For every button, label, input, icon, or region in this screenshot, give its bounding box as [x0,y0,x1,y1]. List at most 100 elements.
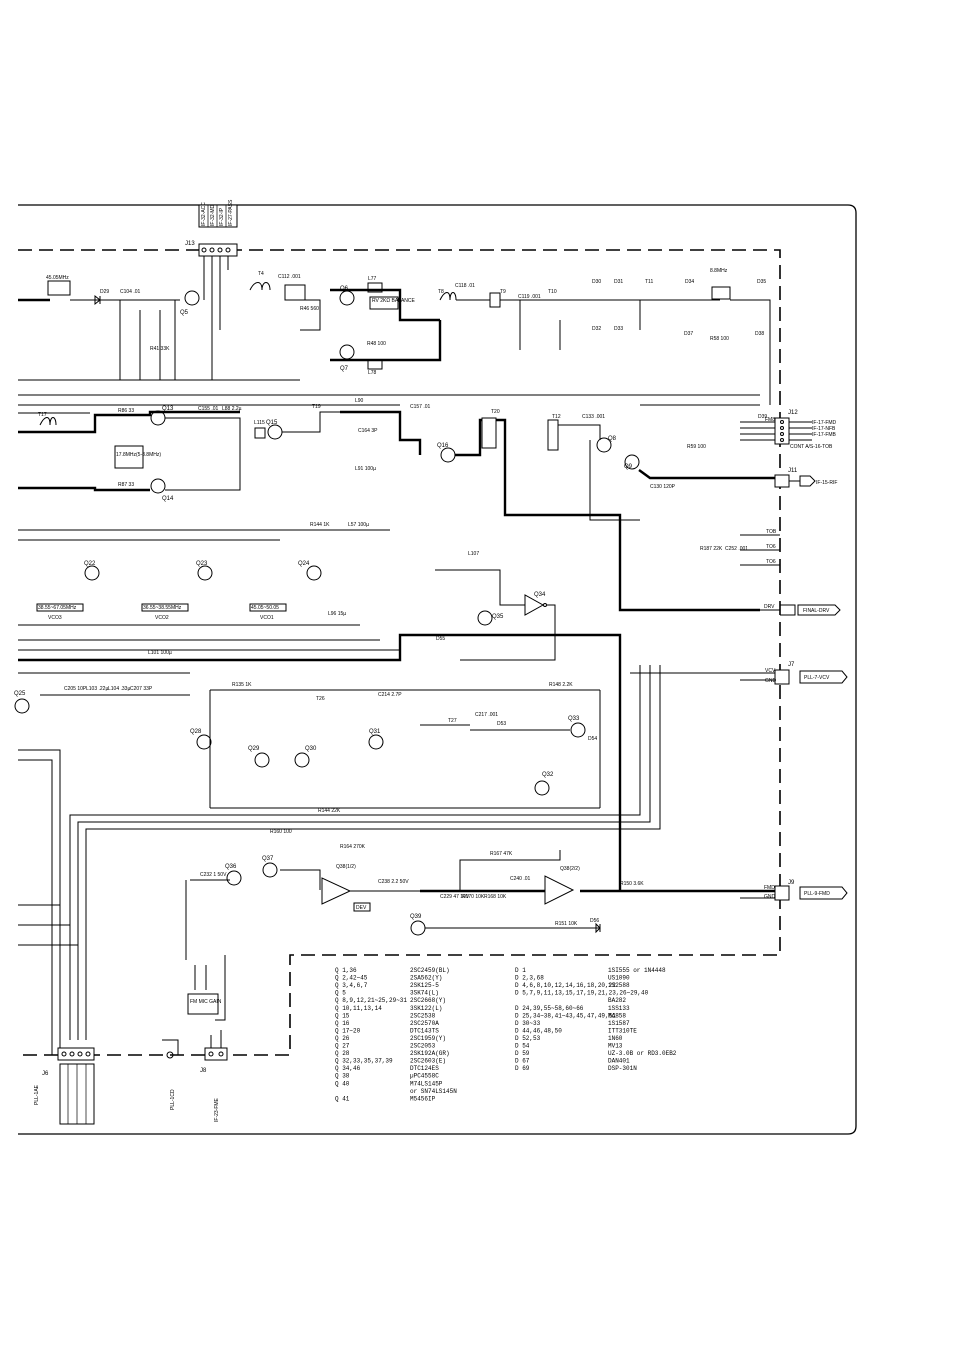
svg-text:Q37: Q37 [262,856,274,862]
legend-d-ref-1: D 2,3,68 [515,975,544,982]
filter1-label: 45.05MHz [46,275,69,281]
svg-text:C232 1 50V: C232 1 50V [200,872,227,878]
svg-text:C240 .01: C240 .01 [510,876,531,882]
svg-text:TO6: TO6 [766,559,776,565]
legend-q-part-14: µPC4558C [410,1073,439,1080]
svg-text:T11: T11 [645,279,653,285]
svg-text:D33: D33 [614,326,623,332]
legend-d-ref-8: D 44,46,48,50 [515,1027,562,1034]
legend-d-part-8: ITT310TE [608,1027,637,1034]
svg-text:R58 100: R58 100 [710,336,729,342]
svg-text:L96 15µ: L96 15µ [328,611,346,617]
legend-q-ref-5: Q 10,11,13,14 [335,1005,382,1012]
svg-text:C229 47 10V: C229 47 10V [440,894,470,900]
j12-ref: J12 [788,410,798,416]
j8-label: IF-23-FME [214,1097,220,1122]
svg-text:R187 22K: R187 22K [700,546,723,552]
legend-d-ref-11: D 59 [515,1050,530,1057]
svg-text:R167 47K: R167 47K [490,851,513,857]
svg-text:R170 10K: R170 10K [462,894,485,900]
svg-text:Q5: Q5 [180,310,189,316]
connector-j8: J8 IF-23-FME [200,1030,228,1122]
svg-text:T27: T27 [448,718,457,724]
j6-label: PLL-1AE [34,1084,40,1105]
svg-text:D39: D39 [758,414,767,420]
legend-d-ref-6: D 25,34~38,41~43,45,47,49,51 [515,1012,616,1019]
j8-ref: J8 [200,1068,207,1074]
final-drv-label: FINAL-DRV [803,608,830,614]
legend-q-part-15: M74LS145P [410,1080,443,1087]
left-bus [18,665,661,1055]
svg-text:R144 1K: R144 1K [310,522,330,528]
svg-text:T17: T17 [38,412,47,418]
connector-j13: J13 IF-32-ACC IF-32-MD IF-32-IP IF-27-PA… [185,199,238,380]
svg-text:T20: T20 [491,409,500,415]
vco3-range: 38.55~67.05MHz [38,605,77,611]
svg-text:C252 .001: C252 .001 [725,546,748,552]
svg-text:L103 .22µ: L103 .22µ [86,686,108,692]
svg-text:L57 100µ: L57 100µ [348,522,369,528]
svg-text:C118 .01: C118 .01 [455,283,475,289]
svg-text:L104 .33µ: L104 .33µ [108,686,130,692]
svg-text:DRV: DRV [764,604,775,610]
j13-ref: J13 [185,241,195,247]
legend-q-part-11: 2SK192A(GR) [410,1050,450,1057]
connector-tob: TOB TO6 TO6 R187 22K C252 .001 [700,529,780,566]
legend-d-ref-13: D 69 [515,1065,530,1072]
svg-text:R150 3.6K: R150 3.6K [620,881,644,887]
svg-text:D53: D53 [497,721,506,727]
svg-text:C164 3P: C164 3P [358,428,378,434]
j12-pin-fmd: IF-17-FMD [812,420,837,426]
legend-d-ref-12: D 67 [515,1058,530,1065]
svg-text:Q24: Q24 [298,561,310,567]
q38b-label: Q38(2/2) [560,866,580,872]
vco1-range: 45.05~50.05 [251,605,279,611]
svg-text:Q35: Q35 [492,614,504,620]
legend-d-part-9: 1N60 [608,1035,623,1042]
svg-text:R59 100: R59 100 [687,444,706,450]
svg-text:T12: T12 [552,414,561,420]
legend-d-ref-9: D 52,53 [515,1035,541,1042]
connector-j12: J12 FM8 IF-17-FMD IF-17-NFB IF-17-FMB CO… [740,410,837,450]
svg-text:C157 .01: C157 .01 [410,404,431,410]
connector-final-drv: DRV FINAL-DRV [760,604,841,616]
legend-q-part-9: 2SC1959(Y) [410,1035,446,1042]
svg-text:L91 100µ: L91 100µ [355,466,376,472]
svg-text:R148 2.2K: R148 2.2K [549,682,573,688]
legend-q-part-7: 2SC2570A [410,1020,439,1027]
svg-text:Q15: Q15 [266,420,278,426]
svg-text:C207 33P: C207 33P [130,686,153,692]
svg-text:C119 .001: C119 .001 [518,294,541,300]
legend-q-part-12: 2SC2603(E) [410,1058,446,1065]
svg-text:C104 .01: C104 .01 [120,289,141,295]
j6-ref: J6 [42,1071,49,1077]
legend-q-part-8: DTC143TS [410,1027,439,1034]
vco1-label: VCO1 [260,615,274,621]
svg-text:R164 270K: R164 270K [340,844,366,850]
svg-text:FMD: FMD [764,885,775,891]
legend-q-part-3: 3SK74(L) [410,990,439,997]
svg-text:R41 33K: R41 33K [150,346,170,352]
svg-text:L107: L107 [468,551,479,557]
svg-text:GND: GND [765,678,777,684]
vco-row: R144 1K L57 100µ Q22 Q23 Q24 38.55~67.05… [18,522,400,651]
legend-q-ref-0: Q 1,36 [335,967,357,974]
svg-text:R160 100: R160 100 [270,829,292,835]
legend-q-ref-3: Q 5 [335,990,346,997]
svg-text:D29: D29 [100,289,109,295]
svg-text:L77: L77 [368,276,377,282]
svg-text:R135 1K: R135 1K [232,682,252,688]
legend-q-ref-4: Q 8,9,12,21~25,29~31 [335,997,407,1004]
j9-label: PLL-9-FMD [804,891,830,897]
legend-q-ref-2: Q 3,4,6,7 [335,982,368,989]
svg-text:Q34: Q34 [534,592,546,598]
svg-text:Q29: Q29 [248,746,260,752]
connector-j6: J6 PLL-1AE [34,1047,95,1125]
legend-q-part-10: 2SC2053 [410,1043,436,1050]
t17-note: 17.8MHz(5-8.8MHz) [116,452,161,458]
svg-text:R151 10K: R151 10K [555,921,578,927]
svg-text:L90: L90 [355,398,364,404]
svg-text:L88 2.2µ: L88 2.2µ [222,406,242,412]
